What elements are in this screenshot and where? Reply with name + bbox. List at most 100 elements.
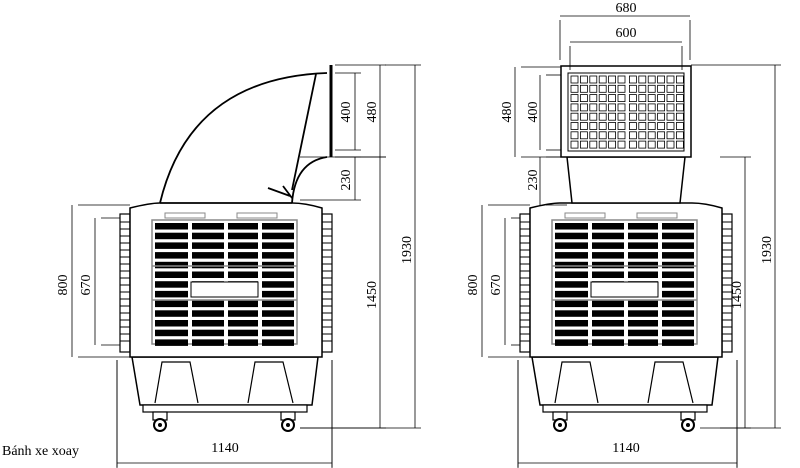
outlet-grid-cell: [570, 84, 579, 93]
outlet-grid-cell: [570, 140, 579, 149]
outlet-grid-cell: [666, 122, 675, 130]
dim-label-1140: 1140: [612, 441, 639, 456]
louver-slat: [592, 232, 624, 240]
outlet-grid-cell: [570, 122, 579, 130]
louver-slat: [155, 261, 188, 269]
louver-slat: [155, 281, 188, 288]
dim-label-400: 400: [526, 102, 541, 123]
louver-slat: [555, 320, 588, 327]
louver-slat: [228, 329, 258, 337]
outlet-grid-cell: [589, 112, 598, 121]
louver-slat: [592, 252, 624, 259]
dim-label-400: 400: [339, 102, 354, 123]
louver-slat: [592, 339, 624, 346]
outlet-grid-cell: [657, 122, 665, 130]
louver-slat: [662, 261, 694, 269]
louver-slat: [192, 271, 224, 278]
base-recess: [154, 361, 199, 404]
louver-slat: [592, 261, 624, 269]
outlet-grid-cell: [598, 103, 607, 112]
louver-slat: [262, 320, 294, 327]
outlet-grid-cell: [617, 94, 626, 102]
louver-slat: [228, 300, 258, 308]
louver-slat: [628, 252, 658, 259]
dim-label-230: 230: [339, 170, 354, 191]
outlet-grid-cell: [608, 122, 616, 130]
louver-slat: [262, 223, 294, 230]
outlet-grid-cell: [638, 131, 647, 140]
outlet-grid-cell: [657, 84, 665, 93]
outlet-grid-cell: [676, 131, 684, 140]
louver-slat: [662, 252, 694, 259]
outlet-grid-cell: [629, 131, 637, 140]
side-handle: [321, 213, 333, 353]
outlet-grid-cell: [589, 94, 598, 102]
outlet-grid-cell: [580, 75, 588, 84]
outlet-grid-cell: [638, 122, 647, 130]
outlet-grid-cell: [608, 75, 616, 84]
outlet-grid-cell: [666, 140, 675, 149]
louver-slat: [192, 310, 224, 317]
louver-slat: [192, 223, 224, 230]
outlet-grid-cell: [666, 84, 675, 93]
outlet-grid-cell: [570, 94, 579, 102]
base-plate: [542, 404, 708, 413]
outlet-grid-cell: [608, 131, 616, 140]
louver-slat: [555, 339, 588, 346]
dim-label-1930: 1930: [400, 236, 415, 264]
outlet-grid-cell: [570, 75, 579, 84]
outlet-grid-cell: [608, 112, 616, 121]
louver-slat: [262, 271, 294, 278]
louver-slat: [155, 329, 188, 337]
louver-slat: [555, 232, 588, 240]
louver-slat: [192, 300, 224, 308]
outlet-grid-cell: [666, 131, 675, 140]
louver-slat: [228, 271, 258, 278]
outlet-grid-cell: [657, 75, 665, 84]
louver-slat: [628, 232, 658, 240]
top-vent: [636, 212, 678, 219]
louver-slat: [192, 339, 224, 346]
outlet-grid-cell: [629, 75, 637, 84]
outlet-grid-cell: [657, 94, 665, 102]
elbow-duct: [159, 72, 328, 204]
outlet-grid-cell: [629, 112, 637, 121]
louver-slat: [228, 310, 258, 317]
outlet-grid-cell: [608, 94, 616, 102]
outlet-grid-cell: [580, 103, 588, 112]
outlet-grid-cell: [608, 103, 616, 112]
dim-label-480: 480: [500, 102, 515, 123]
control-window: [590, 281, 659, 298]
outlet-grid-cell: [676, 84, 684, 93]
louver-slat: [228, 320, 258, 327]
louver-slat: [592, 300, 624, 308]
dim-label-800: 800: [56, 275, 71, 296]
outlet-grid-cell: [676, 122, 684, 130]
outlet-grid-cell: [617, 103, 626, 112]
dim-label-1450: 1450: [365, 281, 380, 309]
louver-slat: [155, 232, 188, 240]
outlet-grid-cell: [629, 140, 637, 149]
louver-slat: [662, 329, 694, 337]
outlet-grid-cell: [638, 75, 647, 84]
louver-slat: [662, 320, 694, 327]
louver-slat: [662, 232, 694, 240]
caster-hub: [558, 423, 562, 427]
louver-slat: [262, 242, 294, 249]
outlet-grid-cell: [657, 112, 665, 121]
louver-slat: [228, 339, 258, 346]
louver-slat: [155, 310, 188, 317]
louver-slat: [628, 242, 658, 249]
top-vent: [564, 212, 606, 219]
louver-slat: [155, 252, 188, 259]
outlet-grid-cell: [638, 140, 647, 149]
outlet-grid-cell: [580, 122, 588, 130]
louver-slat: [628, 339, 658, 346]
base-recess: [247, 361, 294, 404]
side-view-unit: [119, 65, 333, 432]
louver-slat: [628, 310, 658, 317]
outlet-grid-cell: [676, 140, 684, 149]
louver-slat: [192, 320, 224, 327]
outlet-grid-cell: [617, 75, 626, 84]
base-recess: [554, 361, 599, 404]
